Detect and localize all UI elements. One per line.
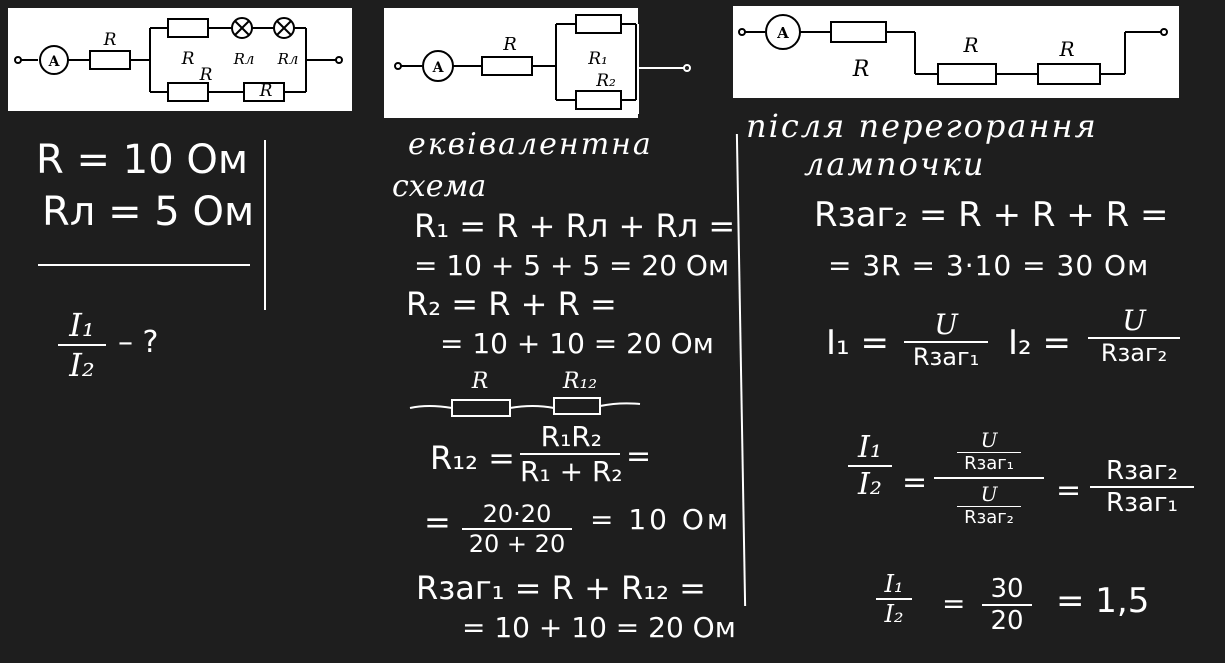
equivalent-heading: еквівалентна [408, 127, 653, 162]
r12-equals: = [626, 439, 652, 474]
r1-calculation: = 10 + 5 + 5 = 20 Ом [414, 249, 730, 282]
complex-den-top: U [980, 482, 998, 506]
resistance-ratio-denominator: Rзаг₁ [1106, 488, 1178, 518]
given-underline [38, 264, 250, 266]
i1-denominator: Rзаг₁ [912, 343, 980, 371]
i1-label: I₁ = [826, 323, 889, 363]
bottom-resistor-label-1b: R [259, 81, 273, 101]
i2-numerator: U [1122, 304, 1146, 337]
ratio-numerator: I₁ [858, 430, 882, 465]
complex-num-top: U [980, 428, 998, 452]
complex-num-bottom: Rзаг₁ [964, 453, 1014, 474]
final-ratio: I₁ I₂ [876, 570, 912, 628]
scheme-heading: схема [392, 169, 487, 204]
r12-calc-numerator: 20·20 [482, 500, 552, 528]
ammeter-label-2: A [432, 60, 445, 76]
circuit-panel-2: A R R₁ R₂ [384, 8, 638, 118]
r12-denominator: R₁ + R₂ [520, 455, 623, 488]
lamp-heading: лампочки [804, 145, 986, 183]
resistor-label-r-1: R [103, 30, 117, 50]
r12-numerator: R₁R₂ [540, 420, 602, 453]
top-resistor-label-1: R [181, 49, 195, 69]
i2-label: I₂ = [1008, 323, 1071, 363]
resistor-label-r2-2: R₂ [595, 71, 616, 91]
circuit-panel-1: A R R Rл Rл R R [8, 8, 352, 111]
mini-circuit-r-label: R [471, 369, 489, 394]
given-lamp-resistance: Rл = 5 Ом [42, 189, 255, 235]
i1-fraction: U Rзаг₁ [904, 308, 988, 371]
final-equals: = [942, 587, 966, 620]
after-burnout-heading: після перегорання [746, 107, 1098, 145]
r12-calc-fraction: 20·20 20 + 20 [462, 500, 572, 558]
rzag1-calculation: = 10 + 10 = 20 Ом [462, 611, 736, 644]
r2-formula: R₂ = R + R = [406, 285, 617, 323]
rzag2-formula: Rзаг₂ = R + R + R = [814, 195, 1169, 235]
resistor-label-r-2: R [502, 34, 517, 55]
find-denominator: I₂ [69, 346, 95, 384]
ratio-equals-1: = [902, 465, 928, 500]
ratio-equals-2: = [1056, 473, 1082, 508]
r12-calc-prefix: = [424, 503, 451, 541]
given-divider [264, 140, 266, 310]
final-result: = 1,5 [1056, 581, 1150, 621]
equivalent-mini-circuit: R R₁₂ [409, 369, 641, 417]
resistor-label-r-3b: R [1058, 37, 1074, 61]
rzag1-formula: Rзаг₁ = R + R₁₂ = [416, 569, 706, 607]
resistor-label-r-3a: R [962, 33, 978, 57]
resistor-label-r1-2: R₁ [587, 49, 608, 69]
final-denominator: I₂ [884, 600, 904, 628]
resistance-ratio-numerator: Rзаг₂ [1106, 456, 1178, 486]
r12-calc-denominator: 20 + 20 [468, 530, 566, 558]
circuit-panel-3: A R R R [733, 6, 1179, 98]
bottom-resistor-label-1a: R [199, 65, 213, 85]
circuit-diagram-1: A R R Rл Rл R R [14, 17, 343, 102]
complex-den-bottom: Rзаг₂ [964, 507, 1014, 528]
given-resistance: R = 10 Ом [36, 137, 249, 183]
i2-denominator: Rзаг₂ [1100, 339, 1168, 367]
final-value-fraction: 30 20 [982, 574, 1032, 636]
final-value-denominator: 20 [990, 606, 1024, 636]
current-ratio: I₁ I₂ [848, 430, 892, 502]
i1-numerator: U [934, 308, 958, 341]
resistor-label-r-3: R [852, 57, 870, 82]
r2-calculation: = 10 + 10 = 20 Ом [440, 327, 714, 360]
ammeter-label-3: A [776, 24, 789, 42]
complex-fraction: U Rзаг₁ U Rзаг₂ [934, 428, 1044, 528]
circuit2-output [637, 24, 691, 114]
r12-fraction: R₁R₂ R₁ + R₂ [520, 420, 623, 488]
circuit-diagram-2: A R R₁ R₂ [394, 14, 637, 110]
find-ratio: I₁ I₂ [58, 306, 106, 384]
middle-divider [735, 134, 747, 606]
final-numerator: I₁ [884, 570, 904, 598]
i2-fraction: U Rзаг₂ [1088, 304, 1180, 367]
ammeter-label-1: A [48, 54, 61, 70]
circuit-diagram-3: A R R R [738, 14, 1168, 85]
r12-calc-result: = 10 Ом [590, 503, 732, 536]
rzag2-calculation: = 3R = 3·10 = 30 Ом [828, 249, 1150, 282]
mini-circuit-r12-label: R₁₂ [562, 369, 597, 394]
r1-formula: R₁ = R + Rл + Rл = [414, 207, 736, 245]
r12-label: R₁₂ = [430, 439, 515, 477]
lamp-label-1a: Rл [233, 50, 255, 68]
final-value-numerator: 30 [990, 574, 1024, 604]
lamp-label-1b: Rл [277, 50, 299, 68]
resistance-ratio: Rзаг₂ Rзаг₁ [1090, 456, 1194, 518]
ratio-denominator: I₂ [858, 467, 882, 502]
find-numerator: I₁ [69, 306, 95, 344]
find-question: – ? [118, 325, 159, 360]
